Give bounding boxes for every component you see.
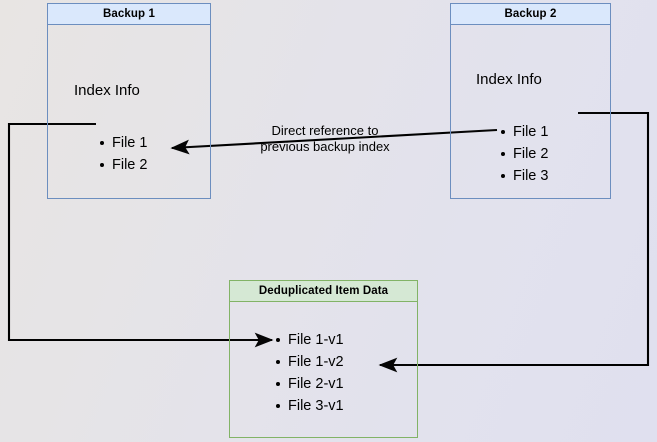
- backup-1-body: Index Info File 1 File 2: [47, 25, 211, 199]
- backup-1-box: Backup 1 Index Info File 1 File 2: [47, 3, 211, 199]
- list-item: File 2: [99, 154, 147, 176]
- dedup-item-list: File 1-v1 File 1-v2 File 2-v1 File 3-v1: [275, 329, 344, 417]
- backup-1-index-info-label: Index Info: [74, 82, 140, 99]
- list-item: File 3: [500, 165, 548, 187]
- dedup-body: File 1-v1 File 1-v2 File 2-v1 File 3-v1: [229, 302, 418, 438]
- backup-2-box: Backup 2 Index Info File 1 File 2 File 3: [450, 3, 611, 199]
- list-item: File 3-v1: [275, 395, 344, 417]
- deduplicated-item-data-box: Deduplicated Item Data File 1-v1 File 1-…: [229, 280, 418, 438]
- list-item: File 2-v1: [275, 373, 344, 395]
- list-item: File 1: [99, 132, 147, 154]
- backup-2-file-list: File 1 File 2 File 3: [500, 121, 548, 187]
- list-item: File 1: [500, 121, 548, 143]
- dedup-title: Deduplicated Item Data: [229, 280, 418, 302]
- backup-1-file-list: File 1 File 2: [99, 132, 147, 176]
- backup-2-index-info-label: Index Info: [476, 71, 542, 88]
- backup-2-body: Index Info File 1 File 2 File 3: [450, 25, 611, 199]
- list-item: File 2: [500, 143, 548, 165]
- list-item: File 1-v1: [275, 329, 344, 351]
- edge-label-direct-reference: Direct reference to previous backup inde…: [260, 123, 390, 154]
- backup-1-title: Backup 1: [47, 3, 211, 25]
- list-item: File 1-v2: [275, 351, 344, 373]
- backup-2-title: Backup 2: [450, 3, 611, 25]
